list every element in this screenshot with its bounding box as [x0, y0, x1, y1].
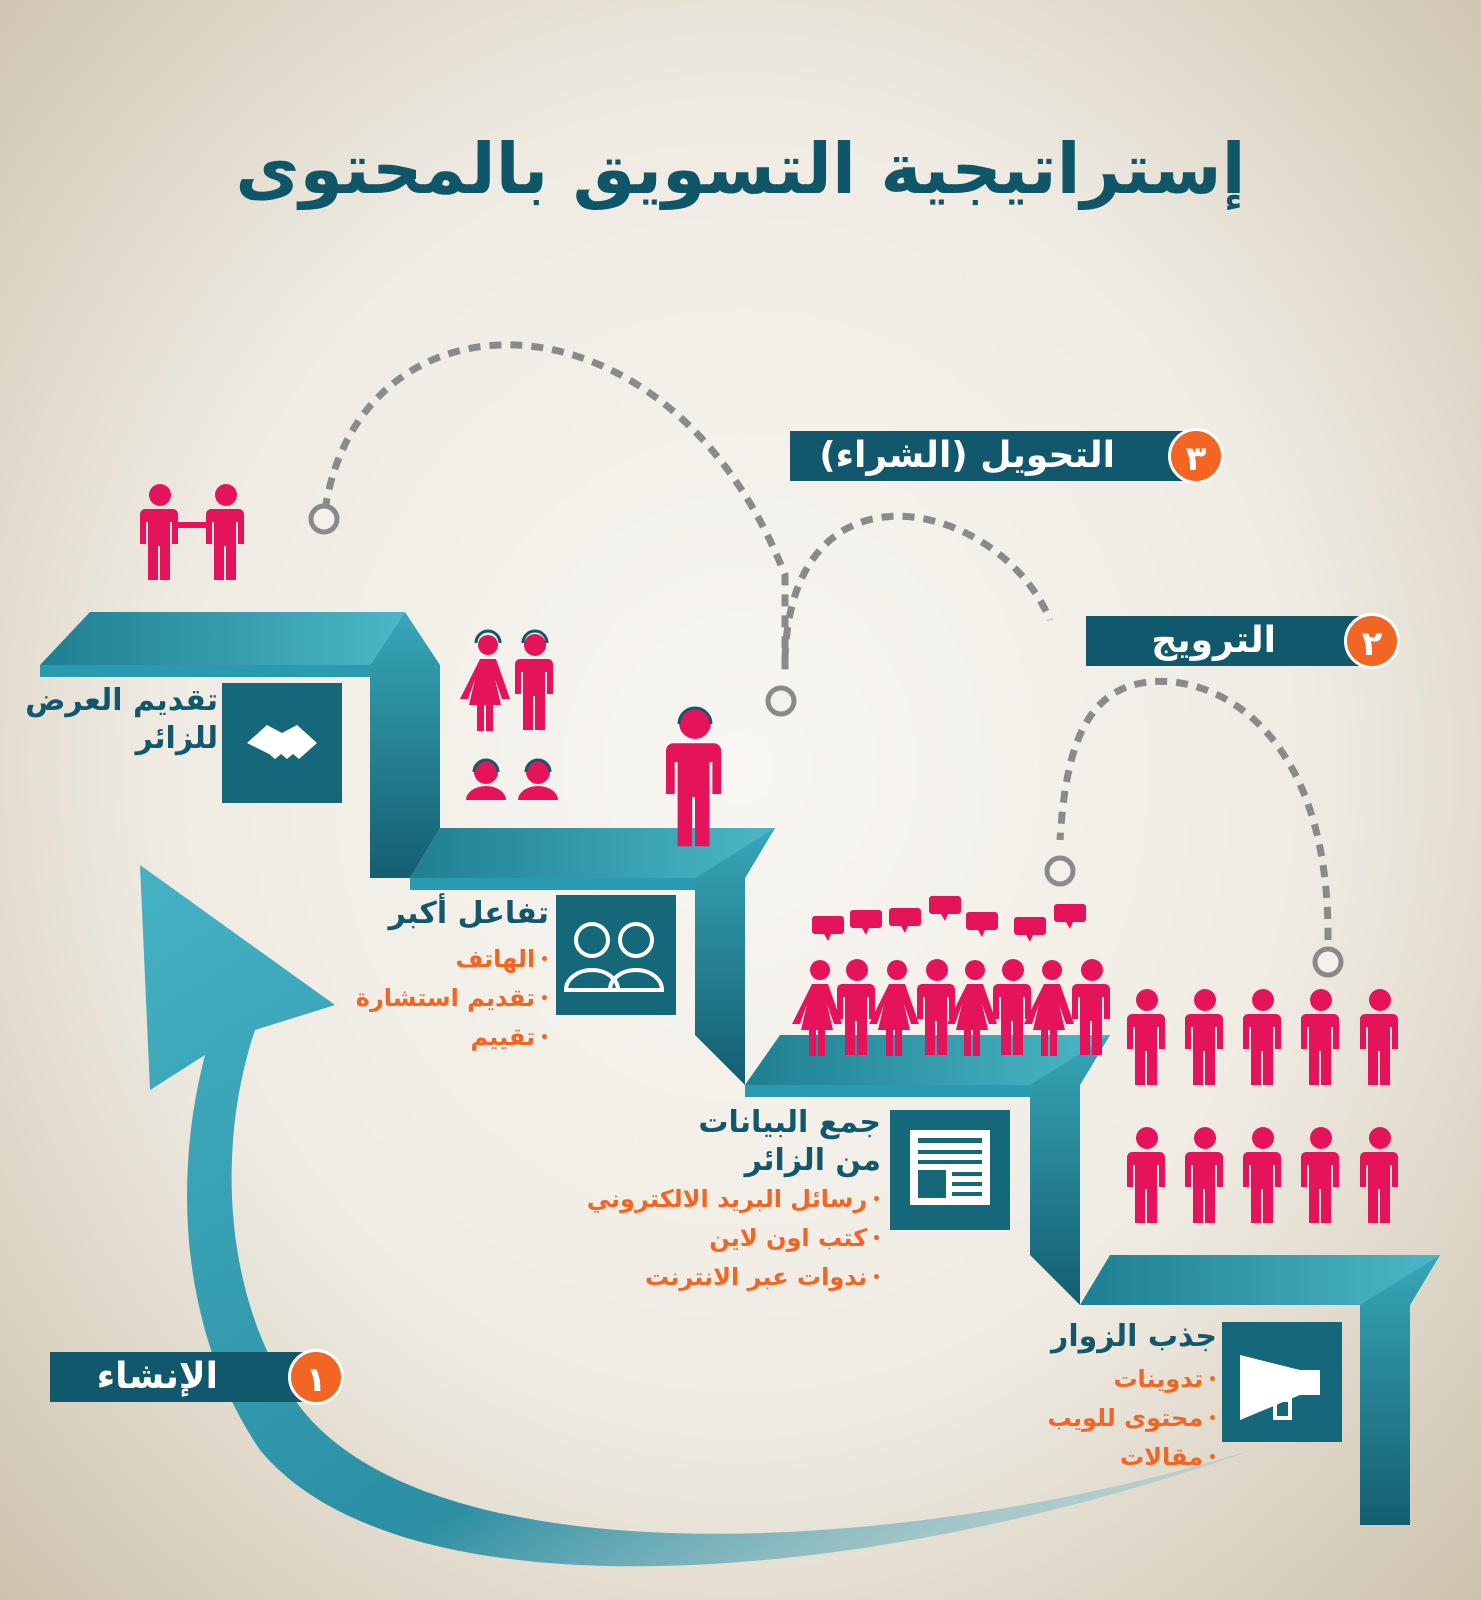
newspaper-icon [890, 1110, 1010, 1230]
phase-2-text: الترويج [1151, 620, 1276, 661]
phase-1-number: ١ [288, 1349, 344, 1405]
phase-3-text: التحويل (الشراء) [819, 435, 1115, 476]
customers-icon [556, 895, 676, 1015]
step-offer-line2: للزائر [135, 721, 218, 756]
bullet-item: مقالات [1048, 1438, 1217, 1477]
phase-2-number: ٢ [1344, 613, 1400, 669]
phase-3-label: التحويل (الشراء) ٣ [790, 428, 1230, 484]
step-offer-title: تقديم العرض للزائر [25, 682, 218, 758]
chatting-crowd-icon [792, 896, 1110, 1056]
bullet-item: كتب اون لاين [587, 1219, 881, 1258]
step-data-bullets: رسائل البريد الالكتروني كتب اون لاين ندو… [587, 1180, 881, 1297]
handshake-people-icon [140, 484, 244, 580]
megaphone-icon [1222, 1322, 1342, 1442]
step-data-line2: من الزائر [744, 1143, 881, 1178]
phase-3-number: ٣ [1168, 428, 1224, 484]
bullet-item: تقييم [356, 1018, 549, 1057]
handshake-icon [222, 683, 342, 803]
step-attract-title: جذب الزوار [1051, 1319, 1217, 1354]
step-attract-bullets: تدوينات محتوى للويب مقالات [1048, 1360, 1217, 1477]
phase-2-label: الترويج ٢ [1086, 613, 1406, 669]
step-engagement-title: تفاعل أكبر [388, 896, 549, 931]
step-engagement-bullets: الهاتف تقديم استشارة تقييم [356, 940, 549, 1057]
bullet-item: ندوات عبر الانترنت [587, 1258, 881, 1297]
phase-2-bar: الترويج [1086, 616, 1366, 666]
phase-1-text: الإنشاء [96, 1356, 218, 1397]
step-offer-line1: تقديم العرض [25, 683, 218, 718]
bullet-item: تدوينات [1048, 1360, 1217, 1399]
call-center-icon [460, 634, 722, 847]
phase-3-bar: التحويل (الشراء) [790, 431, 1190, 481]
bullet-item: محتوى للويب [1048, 1399, 1217, 1438]
step-data-title: جمع البيانات من الزائر [698, 1104, 881, 1180]
visitors-crowd-icon [1127, 989, 1398, 1223]
bullet-item: الهاتف [356, 940, 549, 979]
bullet-item: رسائل البريد الالكتروني [587, 1180, 881, 1219]
phase-1-label: الإنشاء ١ [50, 1349, 350, 1405]
step-data-line1: جمع البيانات [698, 1105, 881, 1140]
page-title: إستراتيجية التسويق بالمحتوى [235, 128, 1246, 210]
bullet-item: تقديم استشارة [356, 979, 549, 1018]
phase-1-bar: الإنشاء [50, 1352, 308, 1402]
